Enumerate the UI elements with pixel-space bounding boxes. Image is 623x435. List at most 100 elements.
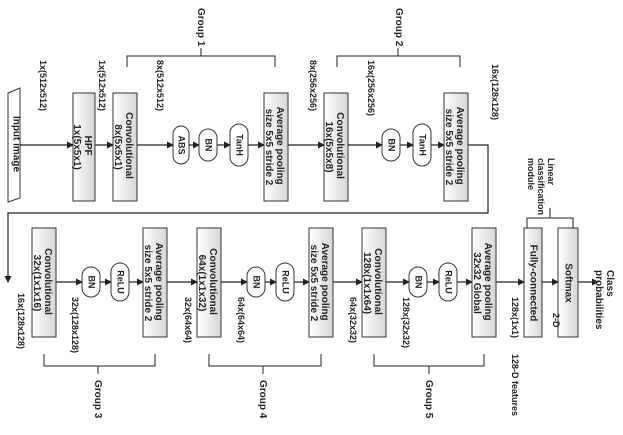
softmax-label: Softmax [562,263,573,303]
bn5-label: BN [414,276,424,289]
svg-text:Convolutional 16x(5x5x8): Convolutional 16x(5x5x8) [323,112,345,181]
svg-text:Average pooling size 5x5: Average pooling size 5x5 stride 2 [142,243,164,324]
group3-label: Group 3 [92,380,103,419]
row1-dimension-labels: 1x(512x512) 1x(512x512) 8x(512x512) 8x(2… [38,60,500,120]
bn4-block: BN [246,266,266,298]
bn1-label: BN [204,139,214,152]
linear-module-line-1: Linear [546,158,556,186]
input-image-label: Input image [10,116,21,173]
svg-text:Average pooling size 5x5: Average pooling size 5x5 stride 2 [443,107,465,188]
row1-dim-4: 16x(256x256) [366,60,376,116]
group1-label: Group 1 [195,8,206,47]
conv1-label: Convolutional [123,112,134,179]
conv3-block: Convolutional 32x(1x1x16) [31,227,57,338]
pool3-label: Average pooling [153,243,164,321]
row2-dimension-labels: 16x(128x128) 32x(128x128) 32x(64x64) 64x… [16,293,561,416]
row1-flow [4,141,489,283]
svg-text:Convolutional 8x(5x5x1): Convolutional 8x(5x5x1) [112,112,134,181]
bn2-label: BN [387,139,397,152]
pool1-label: Average pooling [274,107,285,185]
pool4-label: Average pooling [319,243,330,321]
svg-text:Class probabilities: Class probabilities [593,270,615,330]
svg-text:Average pooling size 5x5: Average pooling size 5x5 stride 2 [263,107,285,188]
group5-brace: Group 5 [373,354,485,419]
relu5-label: ReLU [444,270,454,294]
row2-dim-6: 128x(1x1) [510,297,520,338]
group3-brace: Group 3 [43,354,156,419]
svg-text:Convolutional 32x(1x1x16: Convolutional 32x(1x1x16) [31,248,53,317]
row1-dim-0: 1x(512x512) [38,60,48,111]
pool1-params: size 5x5 stride 2 [263,109,274,186]
row1-dim-2: 8x(512x512) [155,60,165,111]
pool2-block: Average pooling size 5x5 stride 2 [443,92,469,202]
pool3-block: Average pooling size 5x5 stride 2 [142,227,168,338]
conv4-block: Convolutional 64x(1x1x32) [196,227,222,338]
pool4-params: size 5x5 stride 2 [308,245,319,322]
linear-module-line-2: classification [536,158,546,215]
svg-text:Convolutional 128x(1x1x6: Convolutional 128x(1x1x64) [361,248,383,317]
abs-label: ABS [177,135,187,154]
tanh1-block: TanH [229,123,249,167]
group4-brace: Group 4 [208,354,322,419]
tanh2-block: TanH [412,123,432,167]
features-label: 128-D features [510,354,520,416]
relu3-label: ReLU [116,270,126,294]
softmax-block: Softmax [557,227,579,338]
svg-text:Average pooling 32x32 Gl: Average pooling 32x32 Global [471,243,493,324]
bn1-block: BN [198,128,218,162]
conv2-block: Convolutional 16x(5x5x8) [323,92,349,202]
bn5-block: BN [408,266,428,298]
fully-connected-label: Fully-connected [527,245,538,322]
pool5-params: 32x32 Global [471,252,482,314]
row2-dim-5: 128x(32x32) [401,297,411,348]
group1-brace: Group 1 [126,8,276,67]
relu4-block: ReLU [275,262,295,302]
class-probs-line-1: Class [604,270,615,297]
tanh1-label: TanH [235,134,245,156]
row2-dim-2: 32x(64x64) [183,297,193,343]
svg-text:HPF 1x(5x5x1): HPF 1x(5x5x1) [71,124,93,170]
row1-dim-3: 8x(256x256) [308,60,318,111]
conv3-label: Convolutional [42,248,53,315]
group2-label: Group 2 [393,8,404,47]
bn3-block: BN [81,266,101,298]
row2-dim-0: 16x(128x128) [16,293,26,349]
conv1-kernel: 8x(5x5x1) [112,124,123,170]
conv2-label: Convolutional [334,112,345,179]
conv2-kernel: 16x(5x5x8) [323,121,334,172]
relu5-block: ReLU [438,262,458,302]
bn3-label: BN [87,276,97,289]
hpf-block: HPF 1x(5x5x1) [71,92,96,202]
conv5-block: Convolutional 128x(1x1x64) [361,227,387,338]
row2-dim-1: 32x(128x128) [70,297,80,353]
input-image-block: Input image [7,87,21,203]
relu3-block: ReLU [110,262,130,302]
linear-module-line-3: module [526,158,536,190]
abs-block: ABS [172,125,190,165]
pool5-block: Average pooling 32x32 Global [471,227,497,338]
row1-dim-1: 1x(512x512) [97,60,107,111]
group2-brace: Group 2 [336,8,461,67]
pool2-label: Average pooling [454,107,465,185]
bn2-block: BN [381,128,401,162]
class-probs-line-2: probabilities [593,270,604,330]
svg-text:Average pooling size 5x5: Average pooling size 5x5 stride 2 [308,243,330,324]
pool5-label: Average pooling [482,243,493,321]
conv1-block: Convolutional 8x(5x5x1) [112,92,138,202]
conv4-kernel: 64x(1x1x32) [196,255,207,312]
pool2-params: size 5x5 stride 2 [443,109,454,186]
relu4-label: ReLU [281,270,291,294]
two-d-label: 2-D [551,313,561,328]
conv4-label: Convolutional [207,248,218,315]
linear-module-brace: Linear classification module [526,158,574,228]
conv5-label: Convolutional [372,248,383,315]
group5-label: Group 5 [423,380,434,419]
pool4-block: Average pooling size 5x5 stride 2 [308,227,334,338]
svg-text:Linear classification: Linear classification module [526,158,556,218]
conv3-kernel: 32x(1x1x16) [31,255,42,312]
svg-text:Convolutional 64x(1x1x32: Convolutional 64x(1x1x32) [196,248,218,317]
bn4-label: BN [252,276,262,289]
fully-connected-block: Fully-connected [523,227,543,338]
row2-dim-3: 64x(64x64) [236,297,246,343]
